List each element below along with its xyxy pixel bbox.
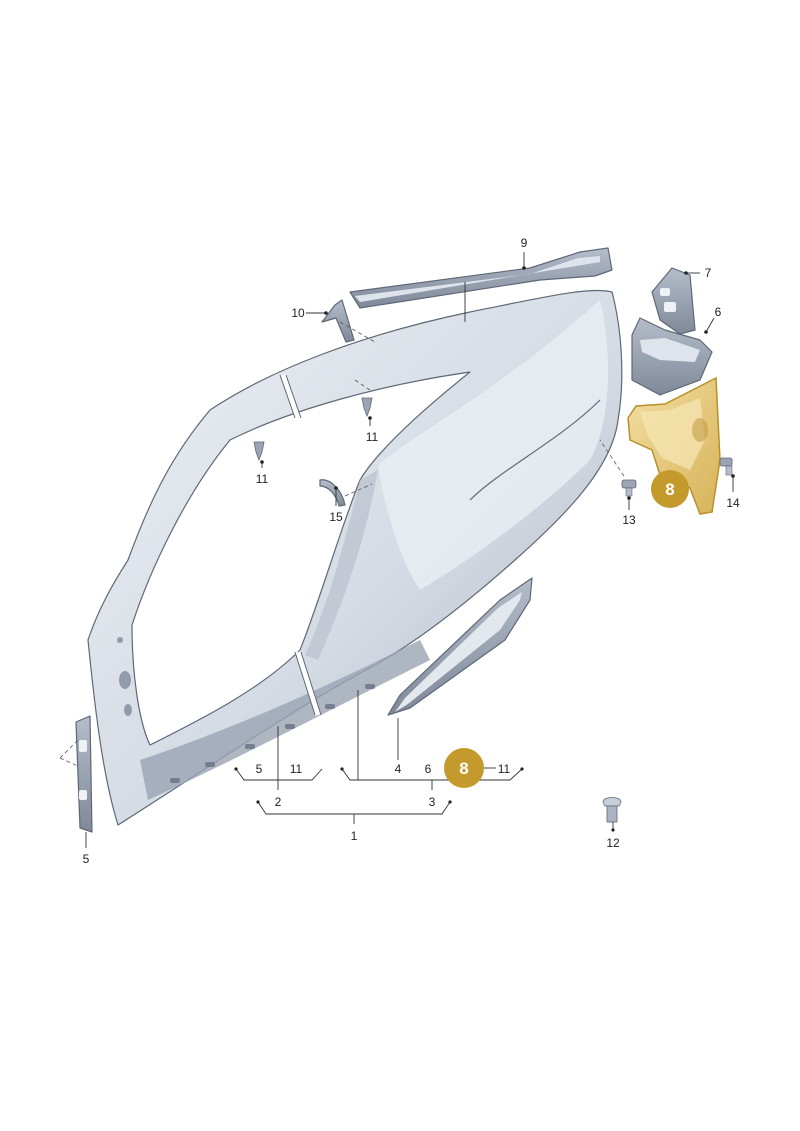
callout-7: 7 — [705, 266, 712, 280]
callout-14: 14 — [726, 496, 740, 510]
callout-10: 10 — [291, 306, 305, 320]
side-panel-part — [87, 289, 623, 826]
reinforcement-part-7 — [651, 267, 696, 335]
callout-9: 9 — [521, 236, 528, 250]
callout-2: 2 — [275, 795, 282, 809]
callout-6-bracket: 6 — [425, 762, 432, 776]
callout-6-top: 6 — [715, 305, 722, 319]
screw-fastener-14 — [719, 457, 733, 476]
callout-11-d: 11 — [498, 762, 511, 776]
badge-bottom-label: 8 — [459, 759, 468, 778]
callout-11-a: 11 — [256, 472, 269, 486]
bracket-part-10 — [321, 299, 355, 343]
clip-fastener-11-b — [361, 397, 373, 418]
callout-12: 12 — [606, 836, 620, 850]
screw-fastener-13 — [621, 479, 637, 497]
callout-1: 1 — [351, 829, 358, 843]
badge-top-label: 8 — [665, 480, 674, 499]
callout-13: 13 — [622, 513, 636, 527]
reinforcement-part-6 — [631, 317, 713, 396]
leader-lines — [59, 252, 734, 848]
callout-11-b: 11 — [366, 430, 379, 444]
highlight-badge-top: 8 — [651, 470, 689, 508]
rivet-fastener-12 — [602, 797, 622, 823]
highlight-badge-bottom: 8 — [444, 748, 484, 788]
roof-rail-strip-part — [349, 247, 613, 309]
callout-15: 15 — [329, 510, 343, 524]
highlighted-part-8 — [627, 376, 721, 515]
sill-extension-part — [387, 577, 533, 716]
callout-5-bracket: 5 — [256, 762, 263, 776]
callout-labels: 9 10 7 6 11 11 15 13 14 5 11 4 6 11 2 3 … — [83, 236, 740, 866]
leader-dots — [234, 266, 735, 832]
callout-11-c: 11 — [290, 762, 303, 776]
callout-4: 4 — [395, 762, 402, 776]
clip-fastener-11-a — [253, 441, 265, 462]
callout-5-left: 5 — [83, 852, 90, 866]
a-pillar-bracket-part — [75, 715, 93, 833]
callout-3: 3 — [429, 795, 436, 809]
strip-part-15 — [319, 479, 346, 507]
